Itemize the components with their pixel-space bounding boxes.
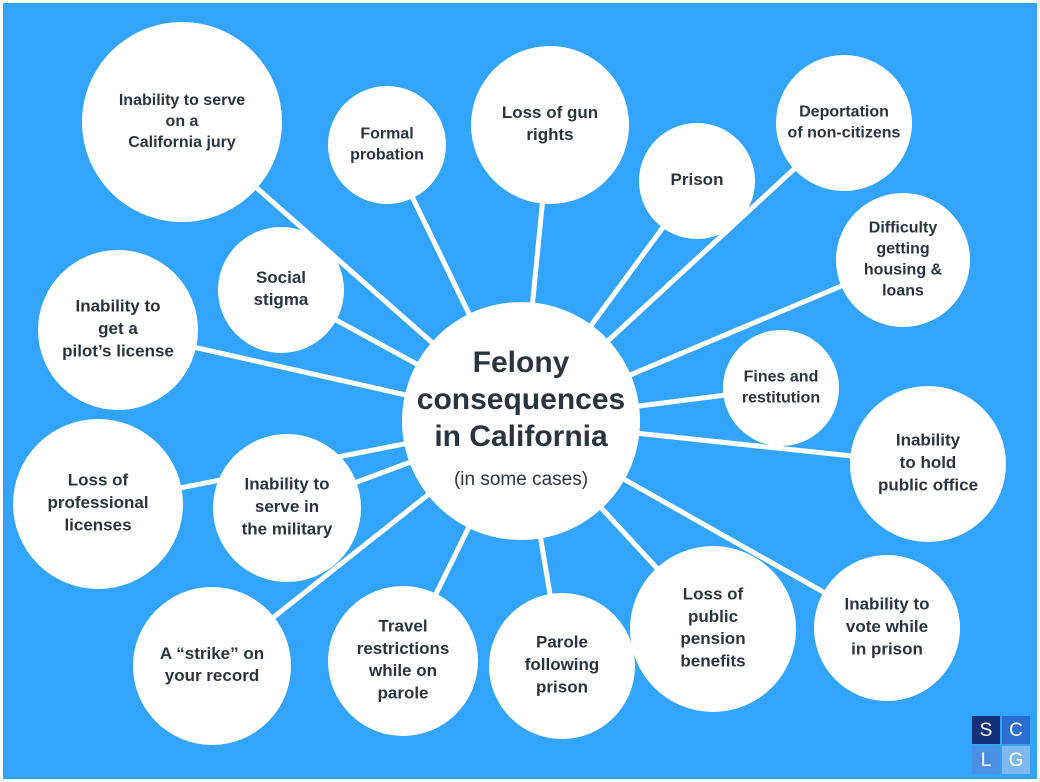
edge-to-gun-rights [529,201,545,305]
node-circle-professional-licenses [13,419,183,589]
node-circle-vote [814,555,960,701]
edge-to-prison [588,224,666,329]
edge-to-fines [636,392,726,409]
edge-to-parole [537,535,553,597]
hub-circle [402,302,640,540]
node-circle-formal-probation [328,86,446,204]
edge-to-military [353,459,413,486]
edge-to-public-office [637,430,853,459]
edge-to-pilot [193,344,408,398]
node-label-prison: Prison [671,170,724,189]
node-circle-gun-rights [471,46,629,204]
logo-cell-c: C [1002,716,1030,744]
node-circle-fines [723,330,839,446]
logo-cell-s: S [972,716,1000,744]
logo-cell-l: L [972,746,1000,774]
node-circle-pilot [38,250,198,410]
edge-to-housing-loans [627,282,845,378]
edge-to-pension [598,505,660,572]
node-circle-prison [639,123,755,239]
edge-to-formal-probation [409,195,473,317]
node-prison[interactable]: Prison [639,123,755,239]
node-circle-pension [630,546,796,712]
node-circle-travel [328,586,478,736]
edge-to-jury [253,184,435,346]
node-circle-parole [489,593,635,739]
node-circle-housing-loans [836,193,970,327]
node-circle-strike [133,587,291,745]
node-circle-deportation [776,55,912,191]
logo-cell-g: G [1002,746,1030,774]
node-circle-social-stigma [218,227,344,353]
edge-to-deportation [605,165,798,344]
hub-subtitle: (in some cases) [454,469,588,490]
node-circle-public-office [850,386,1006,542]
edge-to-social-stigma [333,317,420,368]
node-circle-jury [82,22,282,222]
edge-to-travel [432,524,472,597]
edge-to-strike [270,491,431,621]
node-circle-military [213,434,361,582]
edge-to-vote [621,476,827,596]
